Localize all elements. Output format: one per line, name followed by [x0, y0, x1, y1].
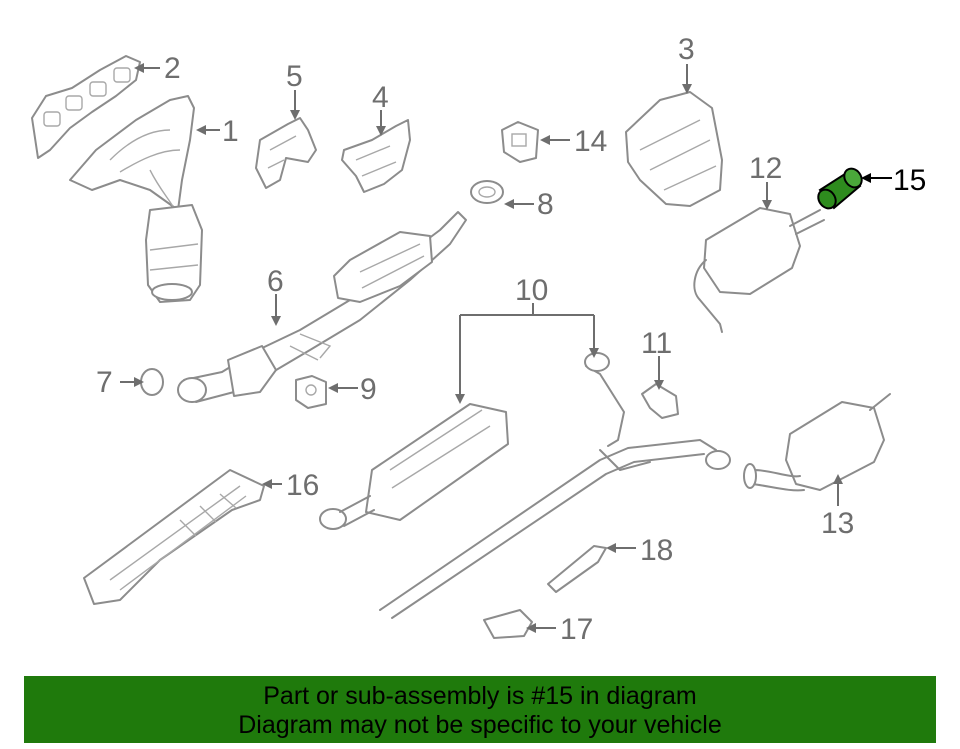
- part-13-rear-muffler[interactable]: [743, 393, 891, 492]
- callout-13: 13: [821, 507, 854, 540]
- part-14-bracket[interactable]: [501, 121, 539, 163]
- callout-14: 14: [574, 125, 607, 158]
- callout-9: 9: [360, 373, 377, 406]
- callout-15: 15: [893, 164, 926, 197]
- part-17-insulator[interactable]: [483, 609, 533, 639]
- callout-6: 6: [267, 265, 284, 298]
- callout-3: 3: [678, 33, 695, 66]
- part-3-heat-shield[interactable]: [625, 91, 723, 207]
- part-10-center-pipe[interactable]: [319, 352, 731, 619]
- callout-10: 10: [515, 274, 548, 307]
- part-11-hanger[interactable]: [641, 383, 679, 419]
- part-6-front-pipe[interactable]: [177, 211, 467, 403]
- callout-numbers: 2 1 3 4 5 6 7 8 9 10 11 12 13 14 15 16 1…: [96, 33, 926, 646]
- callout-17: 17: [560, 613, 593, 646]
- callout-12: 12: [749, 152, 782, 185]
- callout-1: 1: [222, 115, 239, 148]
- callout-lines: [120, 63, 892, 633]
- part-9-mount[interactable]: [295, 375, 327, 409]
- banner-line-2: Diagram may not be specific to your vehi…: [238, 711, 722, 739]
- callout-5: 5: [286, 60, 303, 93]
- callout-16: 16: [286, 469, 319, 502]
- part-16-heat-insulator[interactable]: [83, 469, 265, 605]
- part-12-muffler[interactable]: [693, 207, 825, 333]
- info-banner: Part or sub-assembly is #15 in diagram D…: [24, 676, 936, 743]
- part-1-exhaust-manifold[interactable]: [69, 95, 203, 303]
- callout-8: 8: [537, 188, 554, 221]
- part-4-heat-shield[interactable]: [341, 119, 411, 193]
- callout-11: 11: [641, 327, 672, 360]
- banner-line-1: Part or sub-assembly is #15 in diagram: [263, 682, 697, 710]
- part-7-o-ring[interactable]: [140, 368, 164, 396]
- callout-18: 18: [640, 534, 673, 567]
- part-5-heat-shield[interactable]: [255, 117, 317, 189]
- part-15-tail-pipe-finisher[interactable]: [815, 165, 866, 212]
- callout-4: 4: [372, 81, 389, 114]
- part-2-manifold-gasket[interactable]: [31, 55, 141, 159]
- part-8-gasket[interactable]: [470, 180, 504, 204]
- part-18-insulator[interactable]: [547, 545, 607, 593]
- callout-2: 2: [164, 52, 181, 85]
- callout-7: 7: [96, 366, 113, 399]
